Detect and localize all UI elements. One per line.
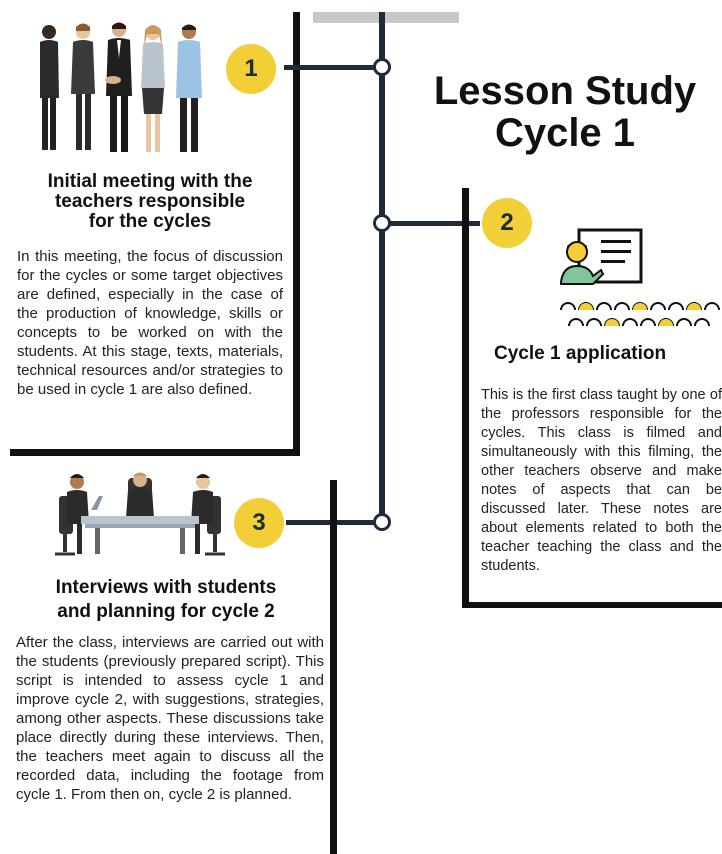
step-3-body: After the class, interviews are carried …: [16, 634, 324, 803]
timeline-node-1: [373, 58, 391, 76]
teacher-classroom-icon: [560, 228, 720, 327]
step-1-border-bottom: [10, 449, 300, 456]
timeline-node-3: [373, 513, 391, 531]
step-2-body: This is the first class taught by one of…: [481, 387, 722, 574]
step-2-border-left: [462, 188, 469, 608]
step-1-heading-line-3: for the cycles: [88, 211, 212, 232]
step-2-border-bottom: [462, 602, 722, 608]
step-2-badge: 2: [482, 198, 532, 248]
connector-2: [384, 221, 480, 226]
meeting-table-icon: [55, 472, 225, 556]
step-1-heading-line-1: Initial meeting with the: [47, 171, 253, 192]
page-title: Lesson Study Cycle 1: [415, 70, 715, 154]
step-1-heading-line-2: teachers responsible: [54, 191, 246, 212]
step-1-body: In this meeting, the focus of discussion…: [17, 248, 283, 398]
connector-1: [284, 65, 380, 70]
timeline-line: [379, 12, 385, 524]
timeline-node-2: [373, 214, 391, 232]
step-3-heading-line-2: and planning for cycle 2: [57, 601, 275, 622]
step-3-heading-line-1: Interviews with students: [55, 577, 277, 598]
step-2-card: [462, 188, 722, 608]
step-1-heading: Initial meeting with the teachers respon…: [20, 172, 280, 232]
step-1-border-right: [293, 12, 300, 456]
step-1-badge: 1: [226, 44, 276, 94]
step-1-card: Initial meeting with the teachers respon…: [0, 0, 300, 456]
title-line-1: Lesson Study: [433, 69, 697, 113]
step-2-heading: Cycle 1 application: [494, 343, 667, 364]
title-line-2: Cycle 1: [494, 111, 636, 155]
step-3-border-right: [330, 480, 337, 854]
top-bar: [313, 12, 459, 23]
business-people-icon: [40, 22, 202, 152]
step-3-badge: 3: [234, 498, 284, 548]
step-3-heading: Interviews with students and planning fo…: [20, 576, 312, 624]
